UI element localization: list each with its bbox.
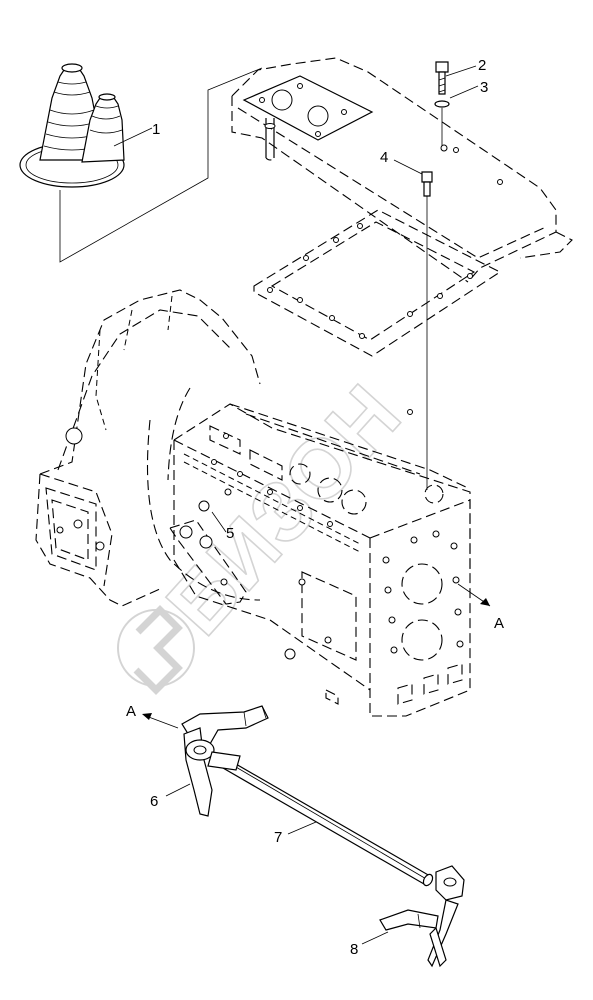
- bolt-middle: [421, 171, 433, 197]
- view-marker-left: A: [126, 703, 136, 720]
- shift-fork-left: [181, 705, 269, 817]
- view-arrow-right: [457, 583, 491, 607]
- top-cover: [231, 57, 573, 357]
- watermark: БИЗОН: [117, 367, 419, 695]
- callout-3: 3: [480, 79, 488, 96]
- plug-item5: [198, 500, 210, 512]
- view-arrow-left: [142, 713, 179, 729]
- callout-6: 6: [150, 793, 158, 810]
- callout-5: 5: [226, 525, 234, 542]
- callout-1: 1: [152, 121, 160, 138]
- washer: [434, 100, 450, 108]
- callout-8: 8: [350, 941, 358, 958]
- watermark-text: БИЗОН: [149, 367, 418, 652]
- callout-4: 4: [380, 149, 388, 166]
- leader-lines: [113, 65, 479, 945]
- watermark-logo-icon: [117, 605, 195, 695]
- gaiter-boot: [19, 63, 125, 188]
- view-marker-right: A: [494, 615, 504, 632]
- shift-rod: [215, 755, 434, 887]
- callout-7: 7: [274, 829, 282, 846]
- shift-fork-right: [379, 865, 465, 968]
- bolt-top: [435, 61, 449, 95]
- callout-2: 2: [478, 57, 486, 74]
- gaiter-leader-bracket: [59, 67, 263, 263]
